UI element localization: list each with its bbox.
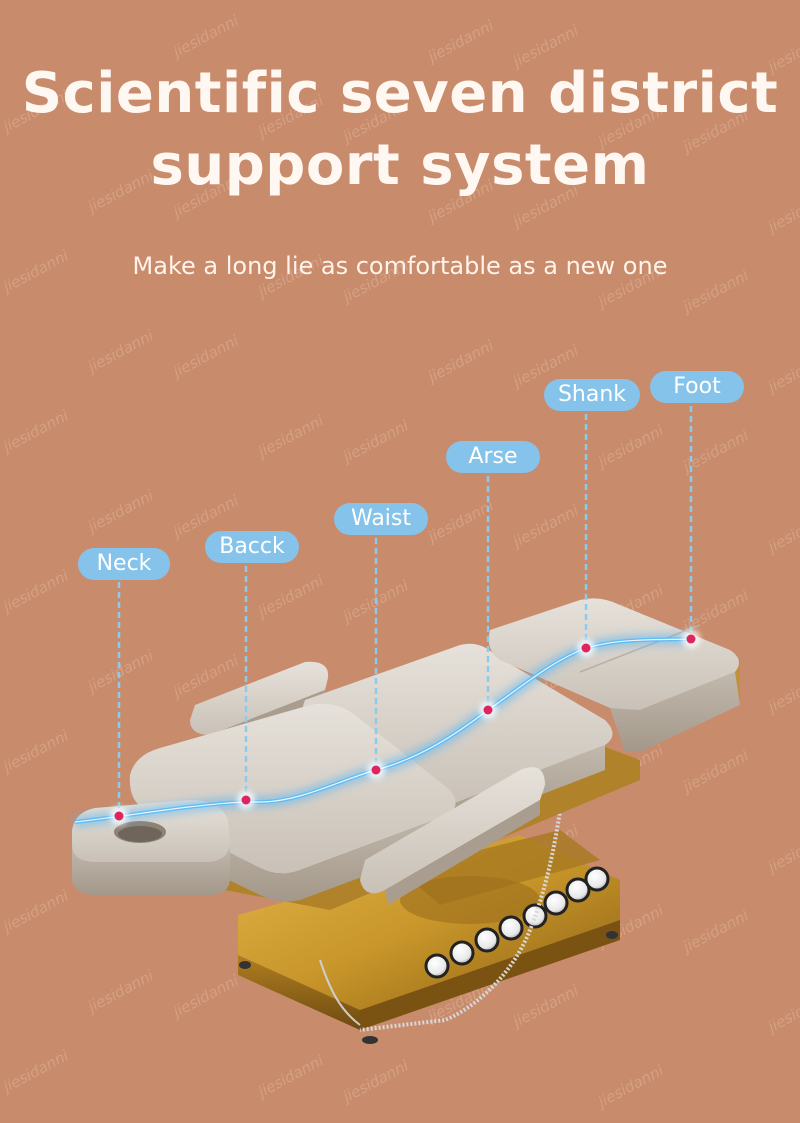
zone-label-arse: Arse (446, 441, 540, 473)
cushion-legs (488, 598, 740, 752)
zone-point-dot (686, 634, 696, 644)
zone-label-shank: Shank (544, 379, 640, 411)
zone-label-neck: Neck (78, 548, 170, 580)
title-line-1: Scientific seven district (21, 61, 779, 126)
page-title: Scientific seven district support system (0, 58, 800, 202)
zone-point-dot (483, 705, 493, 715)
title-line-2: support system (150, 133, 650, 198)
armrest-front (360, 767, 545, 905)
zone-label-bacck: Bacck (205, 531, 299, 563)
zone-label-waist: Waist (334, 503, 428, 535)
gold-base (238, 754, 620, 1044)
zone-label-foot: Foot (650, 371, 744, 403)
zone-point-dot (371, 765, 381, 775)
zone-point-dot (241, 795, 251, 805)
page-subtitle: Make a long lie as comfortable as a new … (132, 252, 668, 280)
control-knobs (424, 866, 610, 979)
zone-guides (110, 406, 700, 825)
zone-point-dot (114, 811, 124, 821)
zone-point-dot (581, 643, 591, 653)
